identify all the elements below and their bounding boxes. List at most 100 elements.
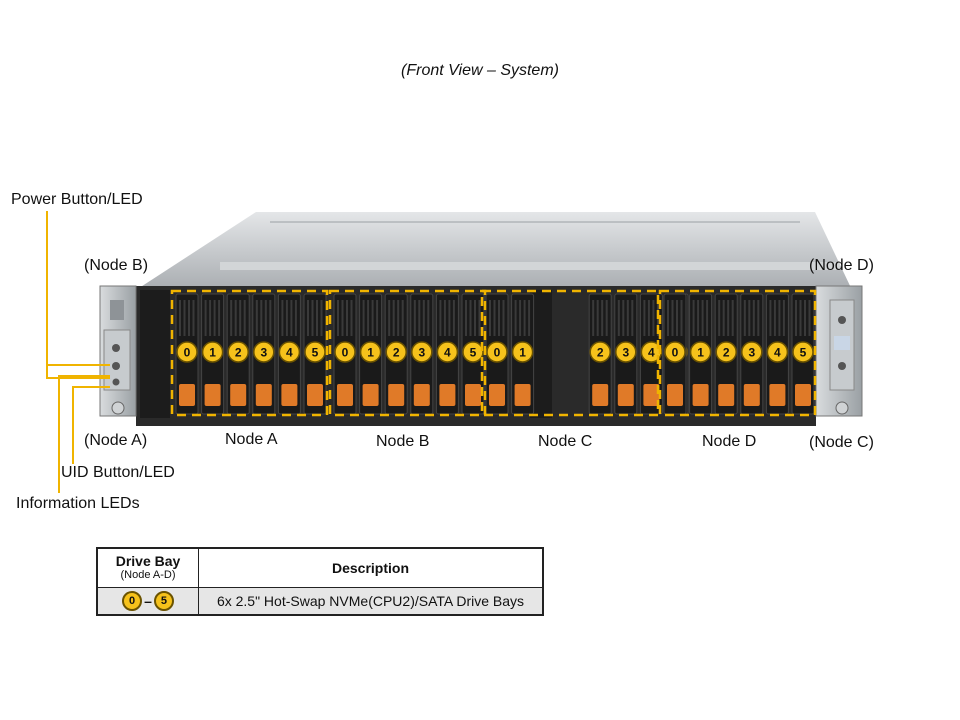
bay-number-badge [741,341,763,363]
drive-bay[interactable]: 3 [252,293,276,415]
drive-bay[interactable]: 2 [384,293,408,415]
drive-bay[interactable]: 0 [175,293,199,415]
tray-vent-slot [680,300,683,336]
tray-vent-slot [528,300,531,336]
tray-vent-slot [234,300,237,336]
tray-latch [362,384,379,406]
bay-number-label: 4 [286,346,293,360]
bay-number-badge [227,341,249,363]
label-right-top-node: (Node D) [809,257,874,274]
tray-vent-slot [179,300,181,336]
drive-bay[interactable]: 2 [226,293,250,415]
legend-header-description: Description [198,547,544,588]
bay-number-badge [615,341,637,363]
drive-bay[interactable]: 4 [435,293,459,415]
bay-number-label: 3 [260,346,267,360]
bay-number-badge [436,341,459,363]
tray-vent-slot [799,300,802,336]
tray-vent-slot [605,300,608,336]
bay-number-badge [715,341,737,363]
drive-bay[interactable]: 3 [614,293,638,415]
tray-vent-slot [795,300,797,336]
tray-vent-slot [778,300,781,336]
tray-vent-slot [514,300,517,336]
bay-number-label: 2 [235,346,242,360]
uid-callout-line [72,386,74,464]
drive-bay[interactable]: 0 [485,293,509,415]
bay-number-label: 2 [393,346,400,360]
info-callout-arm [58,375,110,377]
tray-vent-slot [647,300,650,336]
bay-number-badge [278,341,301,363]
tray-vent-slot [427,300,430,336]
bay-number-label: 2 [723,346,730,360]
info-led-icon [112,378,120,386]
legend-header-row: Drive Bay (Node A-D) Description [96,547,544,588]
tray-vent-slot [269,300,272,336]
drive-bay[interactable]: 1 [201,293,225,415]
tray-latch [337,384,353,406]
tray-latch [388,384,405,406]
tray-vent-slot [622,300,625,336]
tray-vent-slot [350,300,353,336]
label-information-leds: Information LEDs [16,495,140,512]
drive-bay[interactable]: 1 [689,293,713,415]
label-power-button-led: Power Button/LED [11,191,143,208]
bay-number-badge [511,341,534,363]
label-node-d: Node D [702,433,757,450]
info-callout-line [58,375,60,493]
tray-vent-slot [209,300,212,336]
tray-vent-slot [519,300,522,336]
drive-bay[interactable]: 2 [714,293,738,415]
tray-vent-slot [392,300,395,336]
tray-vent-slot [243,300,246,336]
tray-latch [230,384,247,406]
drive-bay[interactable]: 0 [333,293,357,415]
tray-vent-slot [452,300,455,336]
tray-latch [465,384,481,406]
drive-bay[interactable]: 0 [663,293,687,415]
bay-number-badge [201,341,224,363]
power-callout-line [46,211,48,379]
page-title: (Front View – System) [401,62,559,79]
tray-latch [489,384,505,406]
tray-vent-slot [773,300,776,336]
tray-latch [439,384,456,406]
drive-bay[interactable]: 1 [359,293,383,415]
tray-vent-slot [523,300,526,336]
bay-number-label: 0 [342,346,349,360]
drive-bay[interactable]: 4 [765,293,789,415]
bay-number-badge [462,341,484,363]
tray-vent-slot [697,300,700,336]
bay-number-badge [766,341,789,363]
label-right-bottom-node: (Node C) [809,434,874,451]
drive-bay[interactable]: 1 [511,293,535,415]
tray-vent-slot [260,300,263,336]
drive-bay[interactable]: 4 [277,293,301,415]
drive-bay[interactable]: 5 [791,293,815,415]
tray-vent-slot [752,300,755,336]
tray-vent-slot [418,300,421,336]
tray-vent-slot [493,300,496,336]
tray-vent-slot [413,300,416,336]
tray-vent-slot [192,300,195,336]
tray-latch [667,384,683,406]
tray-vent-slot [601,300,604,336]
legend-header-drive-bay: Drive Bay (Node A-D) [96,547,199,588]
drive-bay[interactable]: 3 [740,293,764,415]
tray-vent-slot [769,300,772,336]
tray-latch [281,384,298,406]
tray-vent-slot [316,300,318,336]
drive-bay[interactable]: 2 [588,293,612,415]
tray-vent-slot [667,300,669,336]
label-node-c: Node C [538,433,593,450]
bay-badge-start: 0 [122,591,143,611]
tray-latch [692,384,709,406]
node-group-outline [658,289,817,417]
tray-vent-slot [743,300,746,336]
drive-bay[interactable]: 3 [410,293,434,415]
tray-latch [204,384,221,406]
tray-vent-slot [376,300,379,336]
drive-bay[interactable]: 5 [303,293,327,415]
drive-bay[interactable]: 5 [461,293,485,415]
